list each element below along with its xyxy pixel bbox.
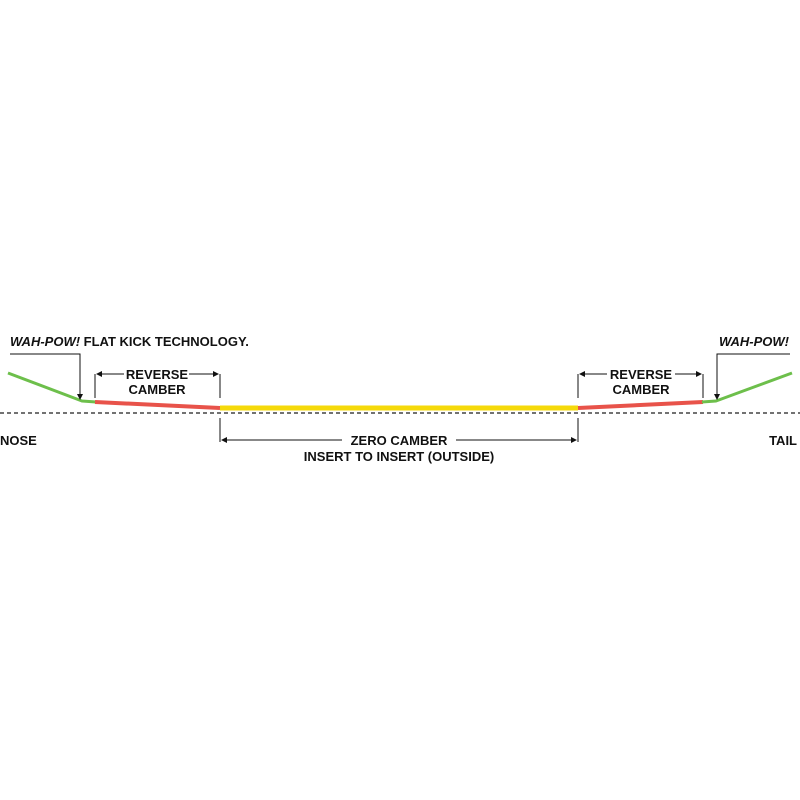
reverse-left-arrowhead-right <box>213 371 219 377</box>
reverse-camber-left-label-line1: REVERSE <box>126 367 188 382</box>
nose-kick-segment <box>7 371 97 404</box>
zero-camber-label-line2: INSERT TO INSERT (OUTSIDE) <box>304 449 494 464</box>
zero-camber-label-line1: ZERO CAMBER <box>351 433 448 448</box>
reverse-camber-right-segment <box>577 400 704 410</box>
reverse-right-arrowhead-left <box>579 371 585 377</box>
tail-kick-leader-arrowhead <box>714 394 720 400</box>
reverse-camber-left-segment <box>94 400 221 410</box>
tail-kick-segment <box>701 371 793 404</box>
reverse-camber-right-label-line2: CAMBER <box>612 382 670 397</box>
reverse-left-arrowhead-left <box>96 371 102 377</box>
zero-arrowhead-left <box>221 437 227 443</box>
reverse-camber-right-label-line1: REVERSE <box>610 367 672 382</box>
reverse-camber-left-label-line2: CAMBER <box>128 382 186 397</box>
nose-kick-leader <box>10 353 81 398</box>
tail-kick-label: WAH-POW! <box>719 334 790 349</box>
tail-kick-leader <box>716 353 790 398</box>
nose-kick-leader-arrowhead <box>77 394 83 400</box>
nose-kick-label-rest: FLAT KICK TECHNOLOGY. <box>80 334 249 349</box>
nose-kick-label-emph: WAH-POW! <box>10 334 81 349</box>
nose-kick-label: WAH-POW! FLAT KICK TECHNOLOGY. <box>10 334 249 349</box>
nose-label: NOSE <box>0 433 37 448</box>
reverse-right-arrowhead-right <box>696 371 702 377</box>
tail-label: TAIL <box>769 433 797 448</box>
zero-arrowhead-right <box>571 437 577 443</box>
